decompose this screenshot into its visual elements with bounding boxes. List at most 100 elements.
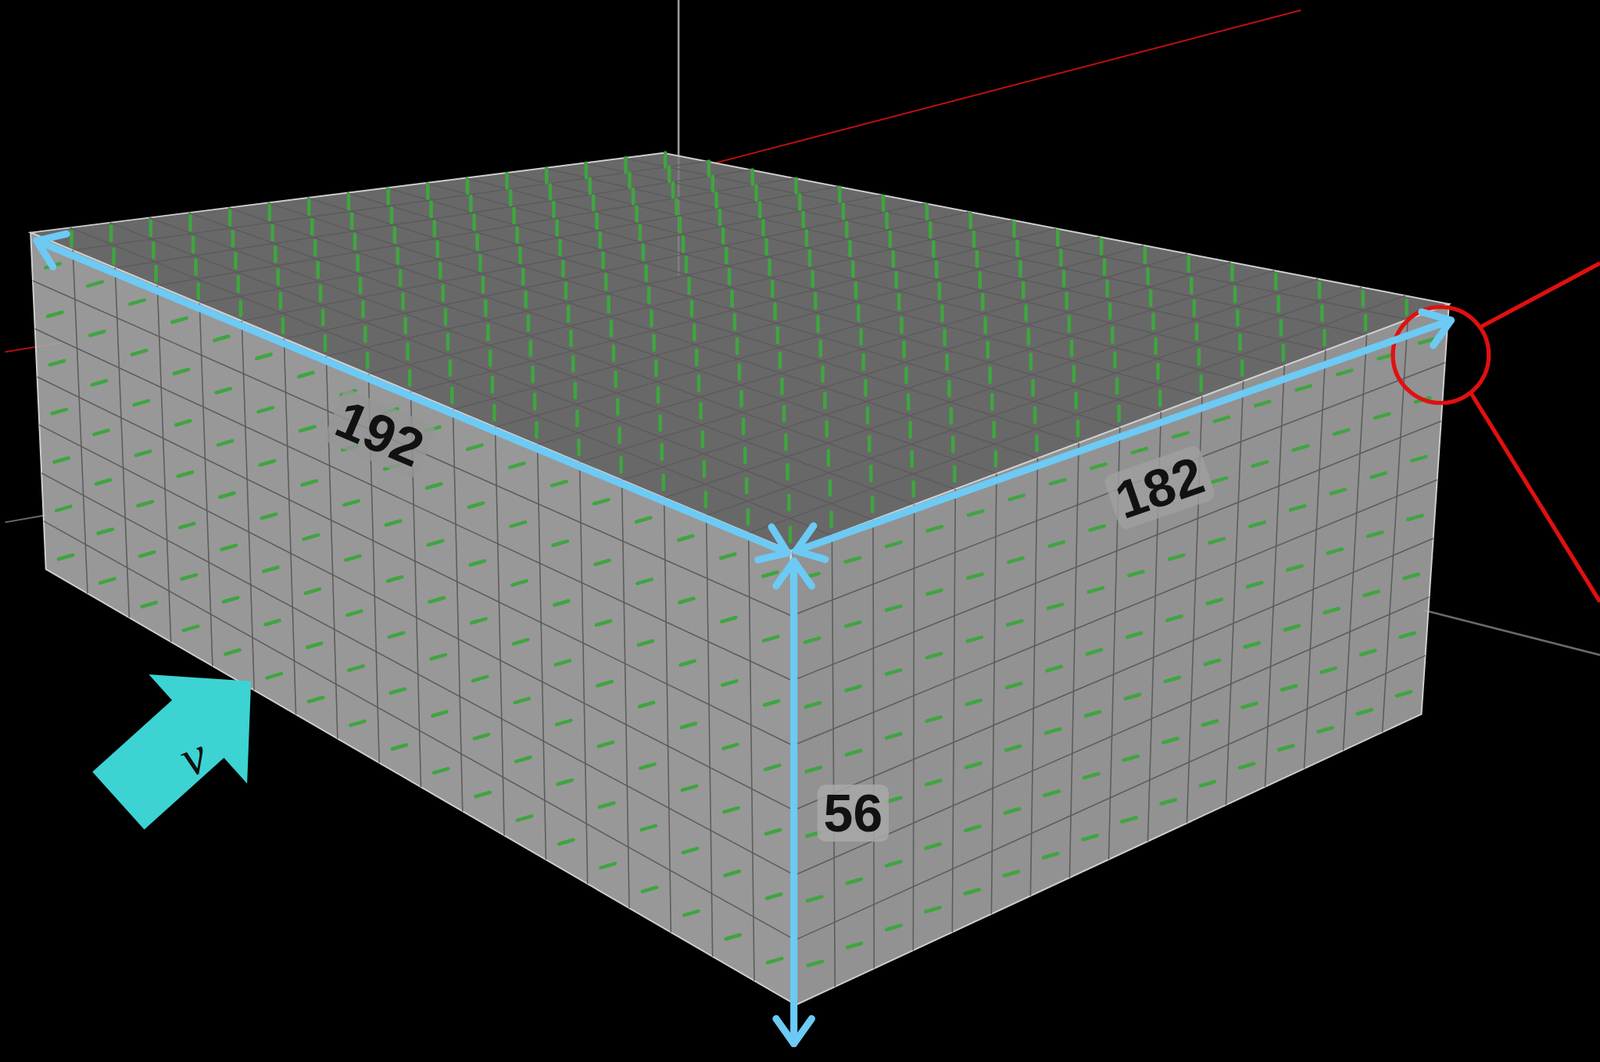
- pixel-tile: [886, 669, 901, 674]
- pixel-tile: [1173, 433, 1188, 437]
- pixel-tile: [1233, 287, 1238, 302]
- pixel-tile: [1320, 306, 1325, 321]
- pixel-tile: [509, 463, 524, 468]
- arrow-head: [36, 233, 67, 267]
- pixel-tile: [307, 200, 312, 215]
- pixel-tile: [711, 176, 716, 191]
- pixel-tile: [813, 293, 818, 308]
- pixel-tile: [856, 305, 861, 320]
- pixel-tile: [829, 511, 834, 527]
- pixel-tile: [927, 653, 942, 658]
- pixel-tile: [228, 211, 233, 226]
- pixel-tile: [1018, 261, 1023, 276]
- pixel-tile: [100, 579, 115, 584]
- pixel-tile: [1121, 817, 1136, 822]
- pixel-tile: [906, 394, 911, 409]
- pixel-tile: [886, 542, 901, 547]
- pixel-tile: [788, 527, 793, 542]
- pixel-tile: [1084, 773, 1099, 778]
- pixel-tile: [604, 275, 609, 290]
- pixel-tile: [1360, 651, 1375, 656]
- pixel-tile: [267, 673, 282, 678]
- beam-arrow: [69, 626, 301, 856]
- pixel-tile: [1274, 274, 1278, 289]
- pixel-tile: [881, 196, 886, 211]
- pixel-tile: [631, 189, 636, 204]
- pixel-tile: [949, 408, 954, 423]
- grid-line: [794, 597, 1429, 876]
- pixel-tile: [818, 341, 823, 356]
- pixel-tile: [1007, 620, 1022, 625]
- pixel-tile: [231, 231, 236, 246]
- pixel-tile: [1285, 626, 1300, 630]
- pixel-tile: [365, 353, 370, 368]
- pixel-tile: [56, 506, 71, 511]
- pixel-tile: [142, 602, 157, 607]
- pixel-tile: [730, 291, 734, 306]
- pixel-tile: [798, 195, 802, 210]
- pixel-tile: [897, 294, 902, 309]
- pixel-tile: [641, 826, 656, 831]
- pixel-tile: [1411, 456, 1426, 461]
- pixel-tile: [927, 590, 942, 595]
- pixel-tile: [1331, 489, 1346, 494]
- pixel-tile: [315, 262, 320, 277]
- pixel-tile: [98, 529, 113, 534]
- pixel-tile: [443, 309, 448, 324]
- pixel-tile: [741, 419, 746, 434]
- pixel-tile: [1128, 571, 1143, 576]
- pixel-tile: [767, 260, 772, 275]
- pixel-tile: [151, 243, 156, 258]
- pixel-tile: [678, 536, 693, 541]
- pixel-tile: [196, 283, 201, 298]
- pixel-tile: [553, 541, 568, 546]
- pixel-tile: [92, 380, 107, 385]
- pixel-tile: [1317, 282, 1322, 298]
- pixel-tile: [1169, 554, 1184, 559]
- axis-line: [5, 515, 47, 523]
- pixel-tile: [511, 580, 527, 585]
- pixel-tile: [837, 187, 842, 202]
- pixel-tile: [450, 388, 455, 403]
- pixel-tile: [847, 879, 862, 884]
- pixel-tile: [355, 255, 360, 270]
- pixel-tile: [214, 336, 229, 341]
- pixel-tile: [1034, 436, 1039, 452]
- left-face: [30, 232, 796, 1006]
- pixel-tile: [474, 734, 489, 739]
- pixel-tile: [870, 497, 875, 512]
- pixel-tile: [1115, 379, 1120, 394]
- pixel-tile: [564, 283, 569, 298]
- pixel-tile: [1113, 352, 1117, 367]
- pixel-tile: [601, 863, 616, 868]
- pixel-tile: [623, 157, 628, 172]
- pixel-tile: [807, 897, 822, 902]
- pixel-tile: [934, 262, 939, 277]
- pixel-tile: [750, 170, 755, 185]
- pixel-tile: [363, 327, 368, 342]
- pixel-tile: [318, 286, 323, 301]
- pixel-tile: [1082, 835, 1097, 840]
- pixel-tile: [1163, 738, 1178, 743]
- pixel-tile: [1108, 304, 1113, 319]
- pixel-tile: [511, 522, 526, 527]
- grid-line: [32, 280, 792, 616]
- pixel-tile: [598, 742, 613, 747]
- pixel-tile: [313, 240, 318, 255]
- pixel-tile: [504, 173, 509, 188]
- pixel-tile: [182, 575, 197, 580]
- pixel-tile: [392, 744, 407, 749]
- pixel-tile: [667, 167, 672, 182]
- pixel-tile: [1214, 417, 1229, 422]
- pixel-tile: [681, 723, 696, 728]
- pixel-tile: [109, 226, 114, 241]
- ray-line: [1481, 263, 1600, 327]
- pixel-tile: [697, 376, 702, 391]
- pixel-tile: [558, 840, 573, 845]
- pixel-tile: [726, 934, 741, 939]
- grid-line: [791, 362, 1446, 616]
- pixel-tile: [1212, 478, 1227, 483]
- pixel-tile: [597, 232, 602, 247]
- pixel-tile: [1209, 538, 1225, 543]
- pixel-tile: [348, 665, 363, 670]
